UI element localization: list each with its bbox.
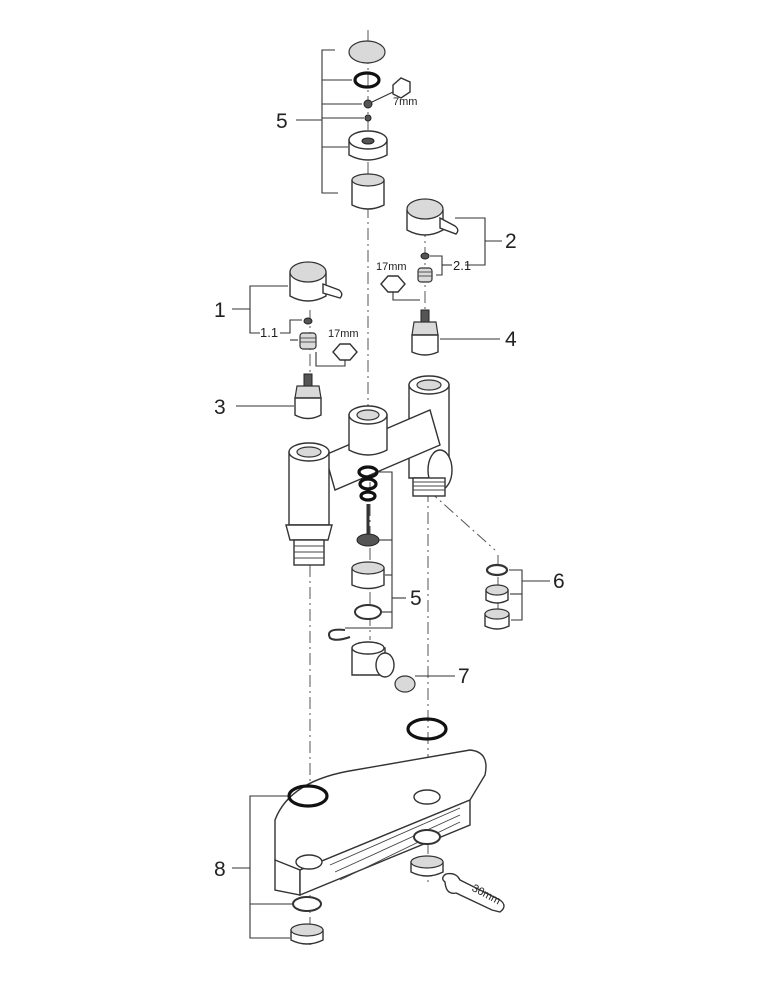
diverter-washer <box>354 604 382 620</box>
callout-7: 7 <box>458 665 470 688</box>
left-handle-lever <box>322 282 343 299</box>
small-washer <box>364 114 372 122</box>
body-center-hub <box>348 414 388 456</box>
left-washer <box>292 896 322 912</box>
group-6-washer <box>485 563 509 577</box>
left-screw <box>303 317 313 325</box>
right-cartridge-body <box>411 334 439 356</box>
hex-17mm-right-icon <box>380 275 406 293</box>
o-ring <box>353 71 381 89</box>
mixer-body <box>285 375 453 566</box>
top-part-group-5: 7mm 5 <box>276 40 417 210</box>
diverter-group-5: 5 <box>345 465 422 629</box>
callout-6: 6 <box>553 570 565 593</box>
callout-4: 4 <box>505 328 517 351</box>
diverter-disc <box>356 533 380 547</box>
callout-5-top: 5 <box>276 110 288 133</box>
left-pillar <box>288 451 330 526</box>
right-cartridge-4: 4 <box>411 309 517 356</box>
right-cartridge-stem <box>420 309 430 323</box>
right-washer <box>413 829 441 845</box>
elbow-group-7: 7 <box>328 628 470 693</box>
sleeve-part <box>351 179 385 210</box>
left-handle-group-1: 1 1.1 17mm <box>214 261 359 367</box>
hex-17mm-left-label: 17mm <box>328 328 359 340</box>
group-6-parts: 6 <box>484 563 565 630</box>
callout-3: 3 <box>214 396 226 419</box>
callout-1-1: 1.1 <box>260 325 278 340</box>
callout-5-middle: 5 <box>410 587 422 610</box>
cap-part <box>348 40 386 64</box>
wrench-tool: 30mm <box>442 872 505 913</box>
hex-7mm-icon <box>392 77 411 99</box>
left-cartridge-3: 3 <box>214 373 322 420</box>
screw-part <box>420 252 430 260</box>
right-handle-lever <box>439 216 459 235</box>
left-spindle-adaptor <box>299 332 317 350</box>
hex-7mm-label: 7mm <box>393 96 417 108</box>
callout-2-1: 2.1 <box>453 258 471 273</box>
elbow-nipple <box>394 675 416 693</box>
right-thread <box>412 477 446 497</box>
callout-2: 2 <box>505 230 517 253</box>
left-o-ring <box>287 784 329 808</box>
wrench-icon <box>442 872 505 913</box>
hex-17mm-left-icon <box>332 343 358 361</box>
bath-rim-group-8: 8 <box>214 717 487 945</box>
spindle-adaptor <box>417 267 433 283</box>
left-cartridge-body <box>294 397 322 420</box>
right-handle-group-2: 2 2.1 17mm <box>376 198 517 301</box>
right-o-ring <box>406 717 448 741</box>
callout-8: 8 <box>214 858 226 881</box>
nut-part <box>363 99 373 109</box>
callout-1: 1 <box>214 299 226 322</box>
retaining-clip <box>328 628 351 641</box>
left-cartridge-stem <box>303 373 313 387</box>
hex-17mm-right-label: 17mm <box>376 261 407 273</box>
left-pillar-thread <box>293 539 325 566</box>
